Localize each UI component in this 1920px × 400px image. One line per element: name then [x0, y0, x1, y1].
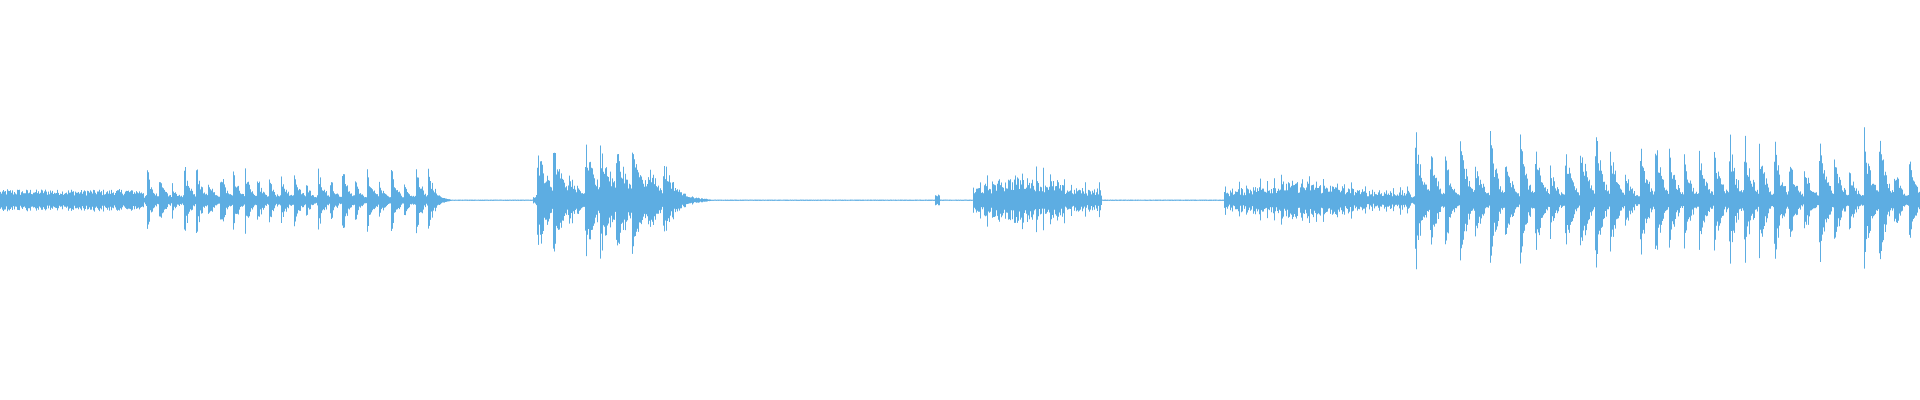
waveform-peaks [0, 127, 1920, 270]
